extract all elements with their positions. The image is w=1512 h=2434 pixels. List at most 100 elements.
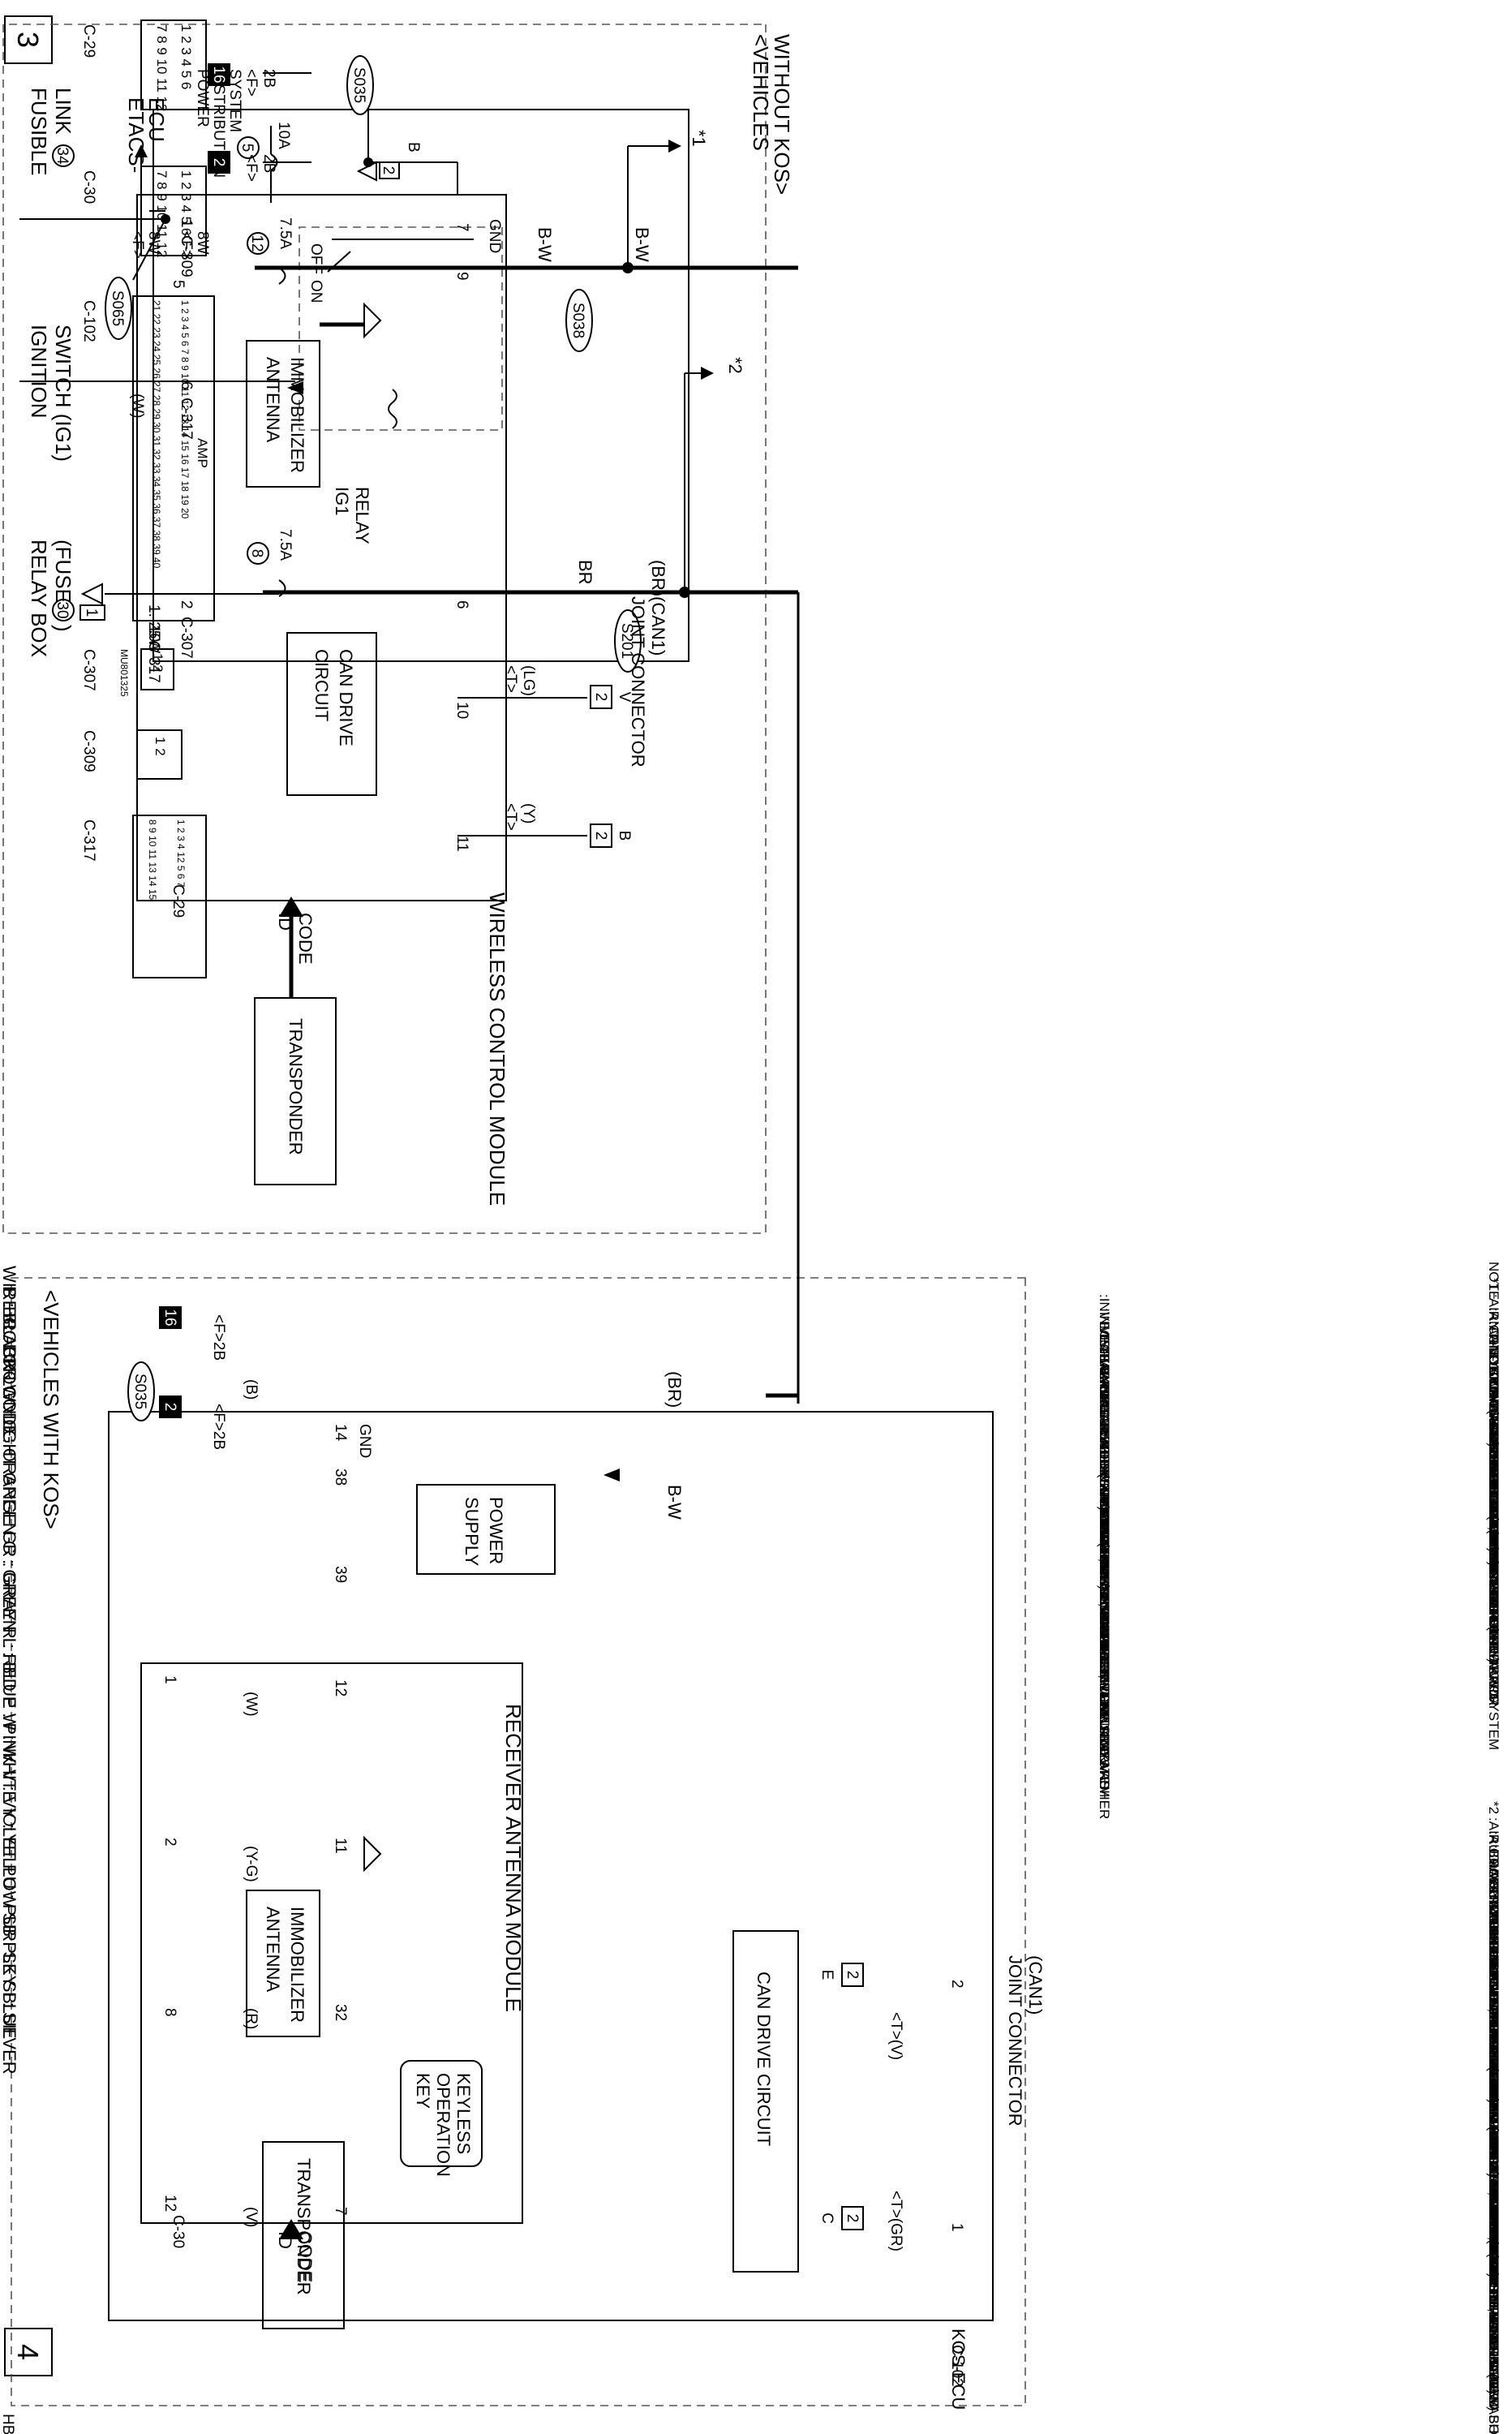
immobilizer-bottom-antenna-icon [363,1835,382,1873]
ground-16-top [208,63,230,86]
fuse-12-amp: 7.5A [277,217,294,249]
pin-10b: 10 [453,702,470,719]
note-line: :LUGGAGE COMPARTMENT [1486,1914,1501,2096]
transponder-bottom [262,2141,345,2329]
fuse-8-number: 8 [248,549,265,558]
conn-c30-label: C-30 [170,2215,187,2248]
fusible-link-label-2: LINK [51,88,75,135]
fusible-link-number: 34 [54,147,71,165]
relay-box-terminal-box [79,604,105,621]
pin-2b: 2 [161,1838,178,1847]
s035b-splice [127,1361,155,1421]
fusible-link-number-circle [52,144,75,167]
joint-connector-bottom-1: JOINT CONNECTOR [1005,1955,1025,2127]
pin-1b: 1 [161,1675,178,1684]
pin-7b: 7 [332,2207,349,2216]
note-line: :THEFT-ALARM SYSTEM [1486,2162,1501,2322]
wire-br-p: (BR) [648,560,668,596]
note-line: (SRS) [1097,1473,1112,1511]
notes-block: NOTE *1 :AIR CONDITIONING SYSTEM:ANTI-LO… [1097,1262,1501,2434]
conn-table-c30-row1: 1 2 3 4 5 6 [178,170,194,235]
note-line: :UNIVERSAL SERIAL BUS (USB) BOX [1486,2204,1501,2434]
conn-c307-a: C-307 [178,617,195,659]
receiver-module-label: RECEIVER ANTENNA MODULE [501,1704,526,2012]
wire-color-code-title: WIRE COLOR CODE [0,1266,19,1437]
immobilizer-bottom-2: ANTENNA [263,1907,283,1992]
without-kos-section [2,24,767,1234]
note-line: WARNING LIGHT [1486,2190,1501,2300]
ground-16-bottom-label: 16 [161,1309,178,1326]
relay-box-label-1: RELAY BOX [27,540,51,657]
note-line: :MITSUBISHI MULTI-COMMUNICATION [1486,2052,1501,2302]
joint-terminal-lg [590,685,612,709]
note-line: :FOG LIGHT [1486,1955,1501,2033]
pin-6: 6 [453,600,470,609]
joint-terminal-lg-num: 2 [592,693,609,702]
note-line: :REAR WIPER AND WASHER [1097,1391,1112,1578]
note-line: :PARKING BRAKE REMINDER TONE [1097,1349,1112,1584]
pin-gnd-kos: GND [356,1424,373,1458]
conn-table-c102 [132,295,215,621]
conn-table-c102-row1: 1 2 3 4 5 6 7 8 9 10 11 12 13 14 15 16 1… [179,300,191,519]
note-line: :REAR WIPER AND WASHER [1486,2093,1501,2281]
relay-box-fuse-circle [52,599,75,621]
immobilizer-top-1: IMMOBILIZER [287,357,307,473]
pin-14: 14 [332,1424,349,1442]
conn-table-c317-title: C-317 [80,819,97,862]
can-drive-top-1: CAN DRIVE [336,649,356,746]
can-drive-bottom: CAN DRIVE CIRCUIT [754,1972,774,2146]
wire-2b-a: 2B [260,69,277,88]
keyless-3: KEY [413,2073,433,2109]
relay-coil [388,389,397,429]
note-line: :IGNITION KEY REMINDER TONE ALARM [1486,2010,1501,2277]
wire-color-code-row2: BR : BROWN O : ORANGE GR : GRAY R : RED … [0,1306,19,2075]
ground-2-top-label: 2 [210,158,227,167]
wire-b-kos: (B) [243,1379,260,1400]
s035a-splice [346,55,374,115]
note-line: :DAYTIME RUNNING LIGHT (DRL) [1486,1446,1501,1663]
wire-t-gr: <T>(GR) [887,2191,904,2251]
s038-label: S038 [569,303,586,338]
note-line: :SEAT BELT WARNING TONE ALARM [1097,1418,1112,1656]
s065-label: S065 [109,290,126,326]
with-kos-label: <VEHICLES WITH KOS> [39,1290,63,1529]
notes-list1-col1: :AIR CONDITIONING SYSTEM:ANTI-LOCK BRAKI… [1486,1294,1501,1750]
notes-list2: :AIR CONDITIONING SYSTEM:AUDIO SYSTEM:BR… [1486,1817,1501,2434]
joint-terminal-v-num: 2 [844,1971,861,1980]
power-distribution-arrow [135,144,148,157]
relay-label-1: IG1 [332,487,352,515]
note-line: :HEATED DOOR MIRROR [1486,1542,1501,1706]
note-line: WARNING LIGHT [1486,1391,1501,1501]
note-line: SYSTEM (ASC) [1486,1349,1501,1447]
notes-list1-col2: :INVECS-II 6AT:INVECS-III CVT:METER AND … [1097,1294,1112,1819]
wire-color-code-row1: B : BLACK LG : LIGHT GREEN G : GREEN L :… [0,1286,19,2039]
note-line: :TIRE PRESSURE MONITORING SYSTEM [1097,1529,1112,1797]
wire-w-kos: (W) [243,1692,260,1717]
note-line: AND LIGHTING MONITOR TONE ALARM [1097,1515,1112,1774]
pin-38: 38 [332,1469,349,1486]
note-line: LIGHT AND IGNITION KEY [1486,1928,1501,2096]
conn-table-c29 [140,19,207,110]
power-supply-box [416,1484,556,1575]
conn-table-c30-row2: 7 8 9 10 11 12 [154,170,170,257]
page-number-left: 3 [11,32,45,48]
wire-v-kos: (V) [243,2207,260,2227]
note-line: :SUNROOF [1097,1446,1112,1519]
fusible-link-label-1: FUSIBLE [27,88,51,175]
etacs-ecu-label-2: ECU [144,97,169,142]
relay-box-terminal-1 [80,583,103,605]
wire-f-2b-b: <F> [243,154,260,182]
figure-code: HBG15M08BC [0,2414,16,2434]
relay-box-terminal-num: 1 [83,608,100,617]
note-line: :TAILLIGHT, POSITION LIGHT, REAR SIDE [1486,2121,1501,2390]
pin-1-kos: 1 [948,2223,965,2232]
conn-c317-b: C-317 [145,641,162,683]
pin-11b: 11 [332,1838,349,1854]
note-line: WARNING LIGHT AND OIL PRESSURE [1486,1859,1501,2106]
keyless-1: KEYLESS [453,2073,474,2154]
keyless-operation-key [400,2060,483,2167]
note-line: :ANTI-LOCK BRAKING SYSTEM (ABS) [1486,1308,1501,1552]
note-line: ALARM [1097,1363,1112,1411]
